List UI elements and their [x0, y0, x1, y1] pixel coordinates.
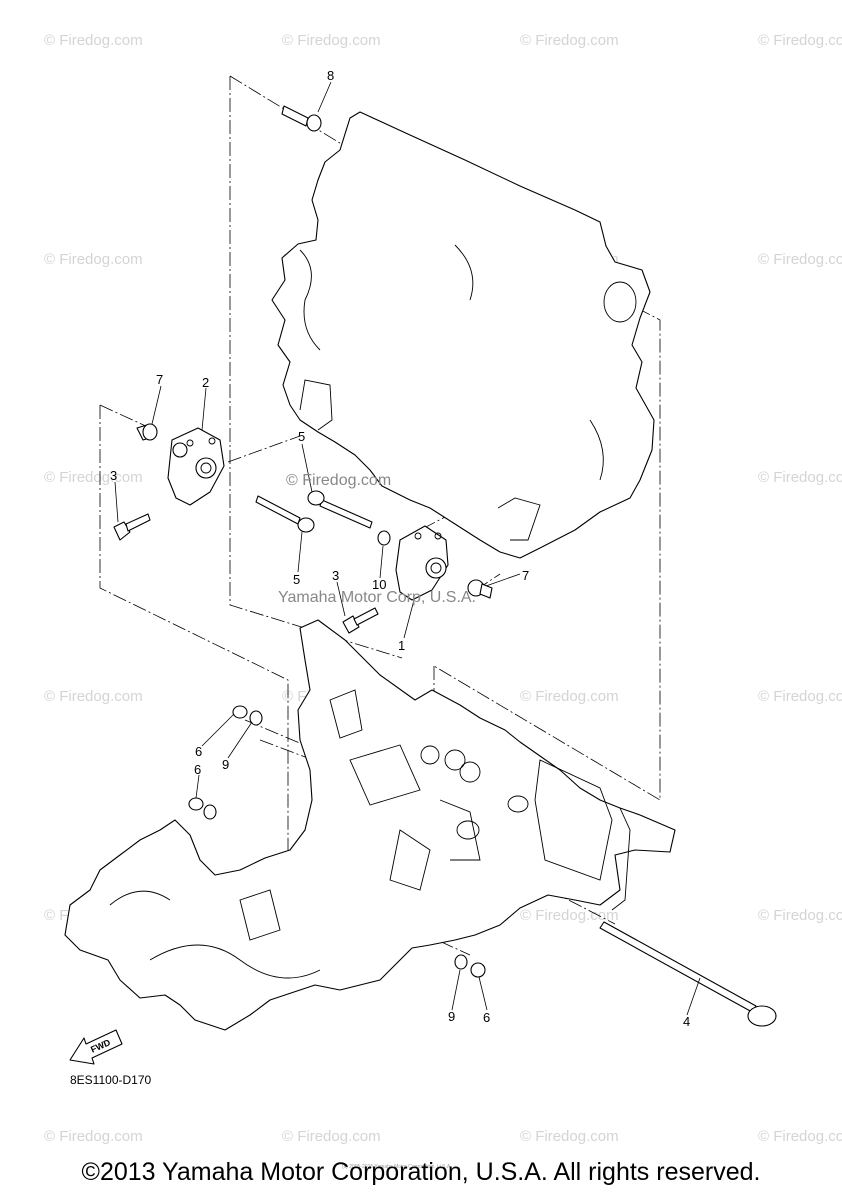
- engine-mount-1: [395, 525, 449, 601]
- watermark: © Firedog.com: [758, 32, 842, 49]
- watermark: © Firedog.com: [758, 688, 842, 705]
- engine-bed: [64, 619, 676, 1031]
- callout-5: 5: [293, 572, 300, 587]
- callout-7: 7: [156, 372, 163, 387]
- callout-6: 6: [195, 744, 202, 759]
- leader-lines: [114, 81, 701, 1016]
- watermark: © Firedog.com: [758, 907, 842, 924]
- watermark: © Firedog.com: [44, 688, 143, 705]
- watermark: © Firedog.com: [758, 469, 842, 486]
- callout-9: 9: [222, 757, 229, 772]
- engine-outline: [271, 111, 655, 559]
- callout-numbers: 8 7 2 3 5 5 10 3 1 7 6 9 6 9 6 4: [110, 68, 690, 1029]
- callout-4: 4: [683, 1014, 690, 1029]
- fwd-arrow: FWD: [69, 1029, 123, 1065]
- callout-3: 3: [110, 468, 117, 483]
- callout-1: 1: [398, 638, 405, 653]
- watermark: © Firedog.com: [520, 907, 619, 924]
- callout-5: 5: [298, 429, 305, 444]
- watermark: © Firedog.com: [520, 1128, 619, 1145]
- watermark: © Firedog.com: [282, 32, 381, 49]
- watermark: © Firedog.com: [520, 688, 619, 705]
- watermark: © Firedog.com: [758, 1128, 842, 1145]
- callout-2: 2: [202, 375, 209, 390]
- watermark: © Firedog.com: [44, 469, 143, 486]
- engine-mount-2: [167, 427, 225, 506]
- callout-8: 8: [327, 68, 334, 83]
- callout-6: 6: [483, 1010, 490, 1025]
- watermark: © Firedog.com: [44, 32, 143, 49]
- watermark: © Firedog.com: [520, 32, 619, 49]
- overlay-yamaha-watermark: Yamaha Motor Corp, U.S.A.: [278, 589, 476, 606]
- fasteners: [113, 105, 777, 1027]
- callout-6: 6: [194, 762, 201, 777]
- callout-3: 3: [332, 568, 339, 583]
- tiny-copyright: (c) 2005-2015 Yamaha Motor Corporation, …: [342, 1164, 452, 1170]
- watermark: © Firedog.com: [282, 1128, 381, 1145]
- callout-10: 10: [372, 577, 386, 592]
- watermark: © Firedog.com: [44, 251, 143, 268]
- watermark: © Firedog.com: [758, 251, 842, 268]
- callout-7: 7: [522, 568, 529, 583]
- copyright-notice: ©2013 Yamaha Motor Corporation, U.S.A. A…: [81, 1158, 761, 1186]
- diagram-code: 8ES1100-D170: [70, 1073, 151, 1087]
- overlay-firedog-watermark: © Firedog.com: [286, 472, 391, 489]
- watermark: © Firedog.com: [44, 1128, 143, 1145]
- callout-9: 9: [448, 1009, 455, 1024]
